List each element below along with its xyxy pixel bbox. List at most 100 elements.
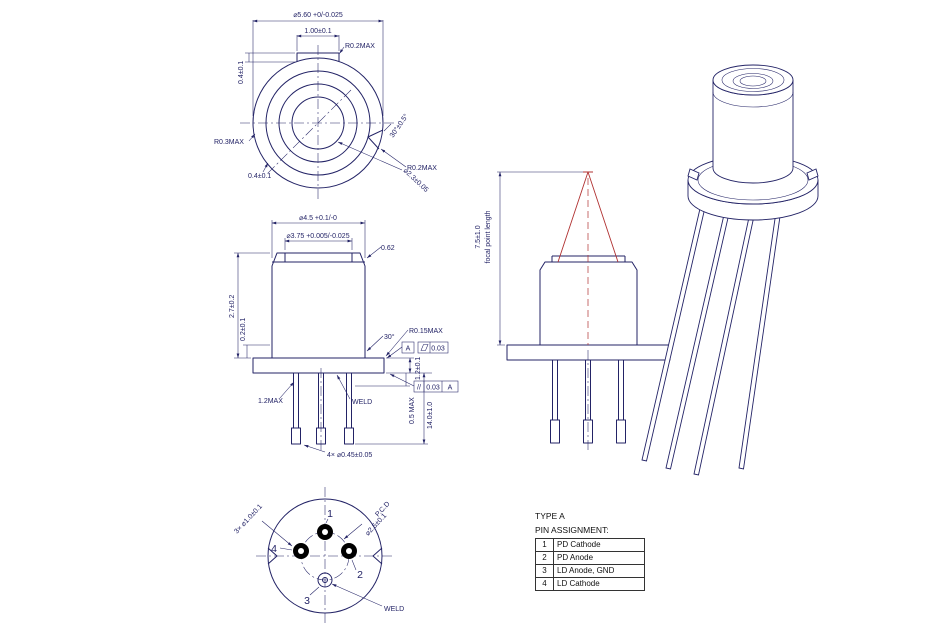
leader-rim-step — [366, 246, 382, 259]
table-row: 4 LD Cathode — [535, 577, 645, 591]
parallelism-value: 0.03 — [426, 385, 440, 392]
datum-a-box — [401, 341, 415, 354]
pin-function-cell: LD Cathode — [553, 577, 645, 591]
weld-label: WELD — [352, 399, 372, 406]
bottom-view: 1 4 2 3 3× ⌀1.0±0.1 P.C.D ⌀2.5±0.1 WELD — [233, 487, 404, 625]
parallelism-frame-dividers — [423, 381, 443, 392]
top-view-extension-lines — [245, 20, 392, 132]
focal-view: 7.5±1.0 focal point length — [475, 171, 671, 452]
leader-weld — [336, 374, 351, 400]
leader-flange-radius — [385, 329, 409, 357]
weld-label-bottom: WELD — [384, 606, 404, 613]
base-outline-circle — [267, 498, 383, 614]
dim-standoff: 0.5 MAX — [409, 397, 416, 424]
iso-flange-notch-right — [806, 168, 819, 181]
cap-outline — [271, 252, 366, 358]
dim-flange-thickness: 1.2±0.1 — [415, 357, 422, 380]
pin-function-cell: PD Anode — [553, 551, 645, 565]
iso-lead-2 — [665, 205, 732, 470]
pin-assignment-panel: TYPE A PIN ASSIGNMENT: 1 PD Cathode 2 PD… — [535, 511, 645, 591]
bottom-view-centerlines — [256, 487, 394, 625]
pin-3-number: 3 — [304, 595, 310, 607]
dim-key-angle: 30°±0.5° — [388, 112, 410, 139]
dim-key-radius: R0.2MAX — [407, 165, 437, 172]
leader-aperture-diameter — [337, 141, 403, 171]
dim-flange-radius: R0.3MAX — [214, 139, 244, 146]
dim-tab-width: 1.00±0.1 — [304, 28, 331, 35]
leads-outline — [291, 373, 354, 445]
pin-4-number: 4 — [271, 543, 277, 555]
dim-window-diameter: ⌀3.75 +0.005/-0.025 — [286, 233, 349, 240]
flatness-value: 0.03 — [431, 346, 445, 353]
top-view: ⌀5.60 +0/-0.025 1.00±0.1 R0.2MAX 0.4±0.1… — [214, 12, 437, 201]
pin-function-cell: LD Anode, GND — [553, 564, 645, 578]
dim-weld-ring: 1.2MAX — [258, 398, 283, 405]
focal-leads-outline — [550, 360, 626, 444]
leader-flange-radius — [248, 133, 256, 142]
dim-base-step: 0.2±0.1 — [240, 318, 247, 341]
side-view-extension-lines — [234, 220, 432, 445]
beam-lines — [557, 171, 619, 263]
flatness-frame — [417, 341, 449, 354]
pin-3-stem-center — [322, 577, 328, 583]
iso-lens-inner — [739, 75, 767, 87]
iso-flange-notch-left — [687, 168, 700, 181]
cap-circle — [265, 70, 371, 176]
table-row: 1 PD Cathode — [535, 538, 645, 552]
parallelism-frame — [413, 380, 459, 393]
dim-cap-diameter: ⌀4.5 +0.1/-0 — [299, 215, 337, 222]
pin-2-number: 2 — [357, 569, 363, 581]
dim-focal-length: 7.5±1.0 — [475, 225, 482, 248]
parallelism-datum: A — [448, 385, 453, 392]
key-notch — [367, 129, 384, 150]
leader-weld-ring — [279, 381, 295, 399]
iso-lead-1 — [641, 199, 708, 462]
iso-cap-top — [712, 64, 794, 96]
base-notch-right — [372, 547, 383, 565]
flange-outline-circle — [252, 57, 384, 189]
leader-chamfer-angle — [366, 335, 384, 352]
datum-a-label: A — [406, 346, 411, 353]
leader-parallelism — [389, 373, 415, 387]
dim-flange-radius: R0.15MAX — [409, 328, 443, 335]
pin-1-number: 1 — [327, 508, 333, 520]
pin-2-hole — [346, 548, 352, 554]
focal-extension-lines — [497, 171, 583, 346]
leader-pcd — [343, 523, 363, 540]
dim-chamfer-angle: 30° — [384, 333, 395, 341]
pin-assignment-table: 1 PD Cathode 2 PD Anode 3 LD Anode, GND … — [535, 538, 645, 591]
pin-number-cell: 2 — [535, 551, 554, 565]
pin-number-cell: 4 — [535, 577, 554, 591]
leader-tab-radius — [339, 46, 345, 54]
dim-lead-length: 14.0±1.0 — [427, 402, 434, 429]
dim-tab-height: 0.4±0.1 — [238, 61, 245, 84]
iso-cap-rim — [721, 68, 785, 92]
focal-flange-outline — [506, 344, 671, 361]
base-notch-left — [267, 547, 278, 565]
leader-lead-diameter — [303, 444, 326, 453]
focal-length-label: focal point length — [485, 210, 492, 263]
iso-view — [641, 64, 819, 476]
dim-cap-height: 2.7±0.2 — [229, 295, 236, 318]
aperture-circle — [291, 96, 345, 150]
pin-number-cell: 1 — [535, 538, 554, 552]
parallelism-symbol: // — [417, 385, 421, 392]
rim-circle — [278, 83, 358, 163]
pin-1-hole — [322, 529, 328, 535]
dim-lead-diameter: 4× ⌀0.45±0.05 — [327, 452, 372, 459]
pin-number-cell: 3 — [535, 564, 554, 578]
leader-pin-hole — [261, 520, 293, 547]
leader-datum-a — [386, 346, 403, 359]
pin-number-leaders — [279, 518, 357, 596]
pin-3-stem — [317, 572, 333, 588]
side-view: ⌀4.5 +0.1/-0 ⌀3.75 +0.005/-0.025 0.62 2.… — [229, 215, 459, 459]
flange-outline — [252, 357, 385, 374]
dim-notch-depth: 0.4±0.1 — [248, 173, 271, 180]
pin-function-cell: PD Cathode — [553, 538, 645, 552]
iso-cap-step-ring — [712, 91, 794, 108]
dim-outer-diameter: ⌀5.60 +0/-0.025 — [293, 12, 343, 19]
dim-rim-step: 0.62 — [381, 245, 395, 252]
dim-tab-corner-radius: R0.2MAX — [345, 43, 375, 50]
